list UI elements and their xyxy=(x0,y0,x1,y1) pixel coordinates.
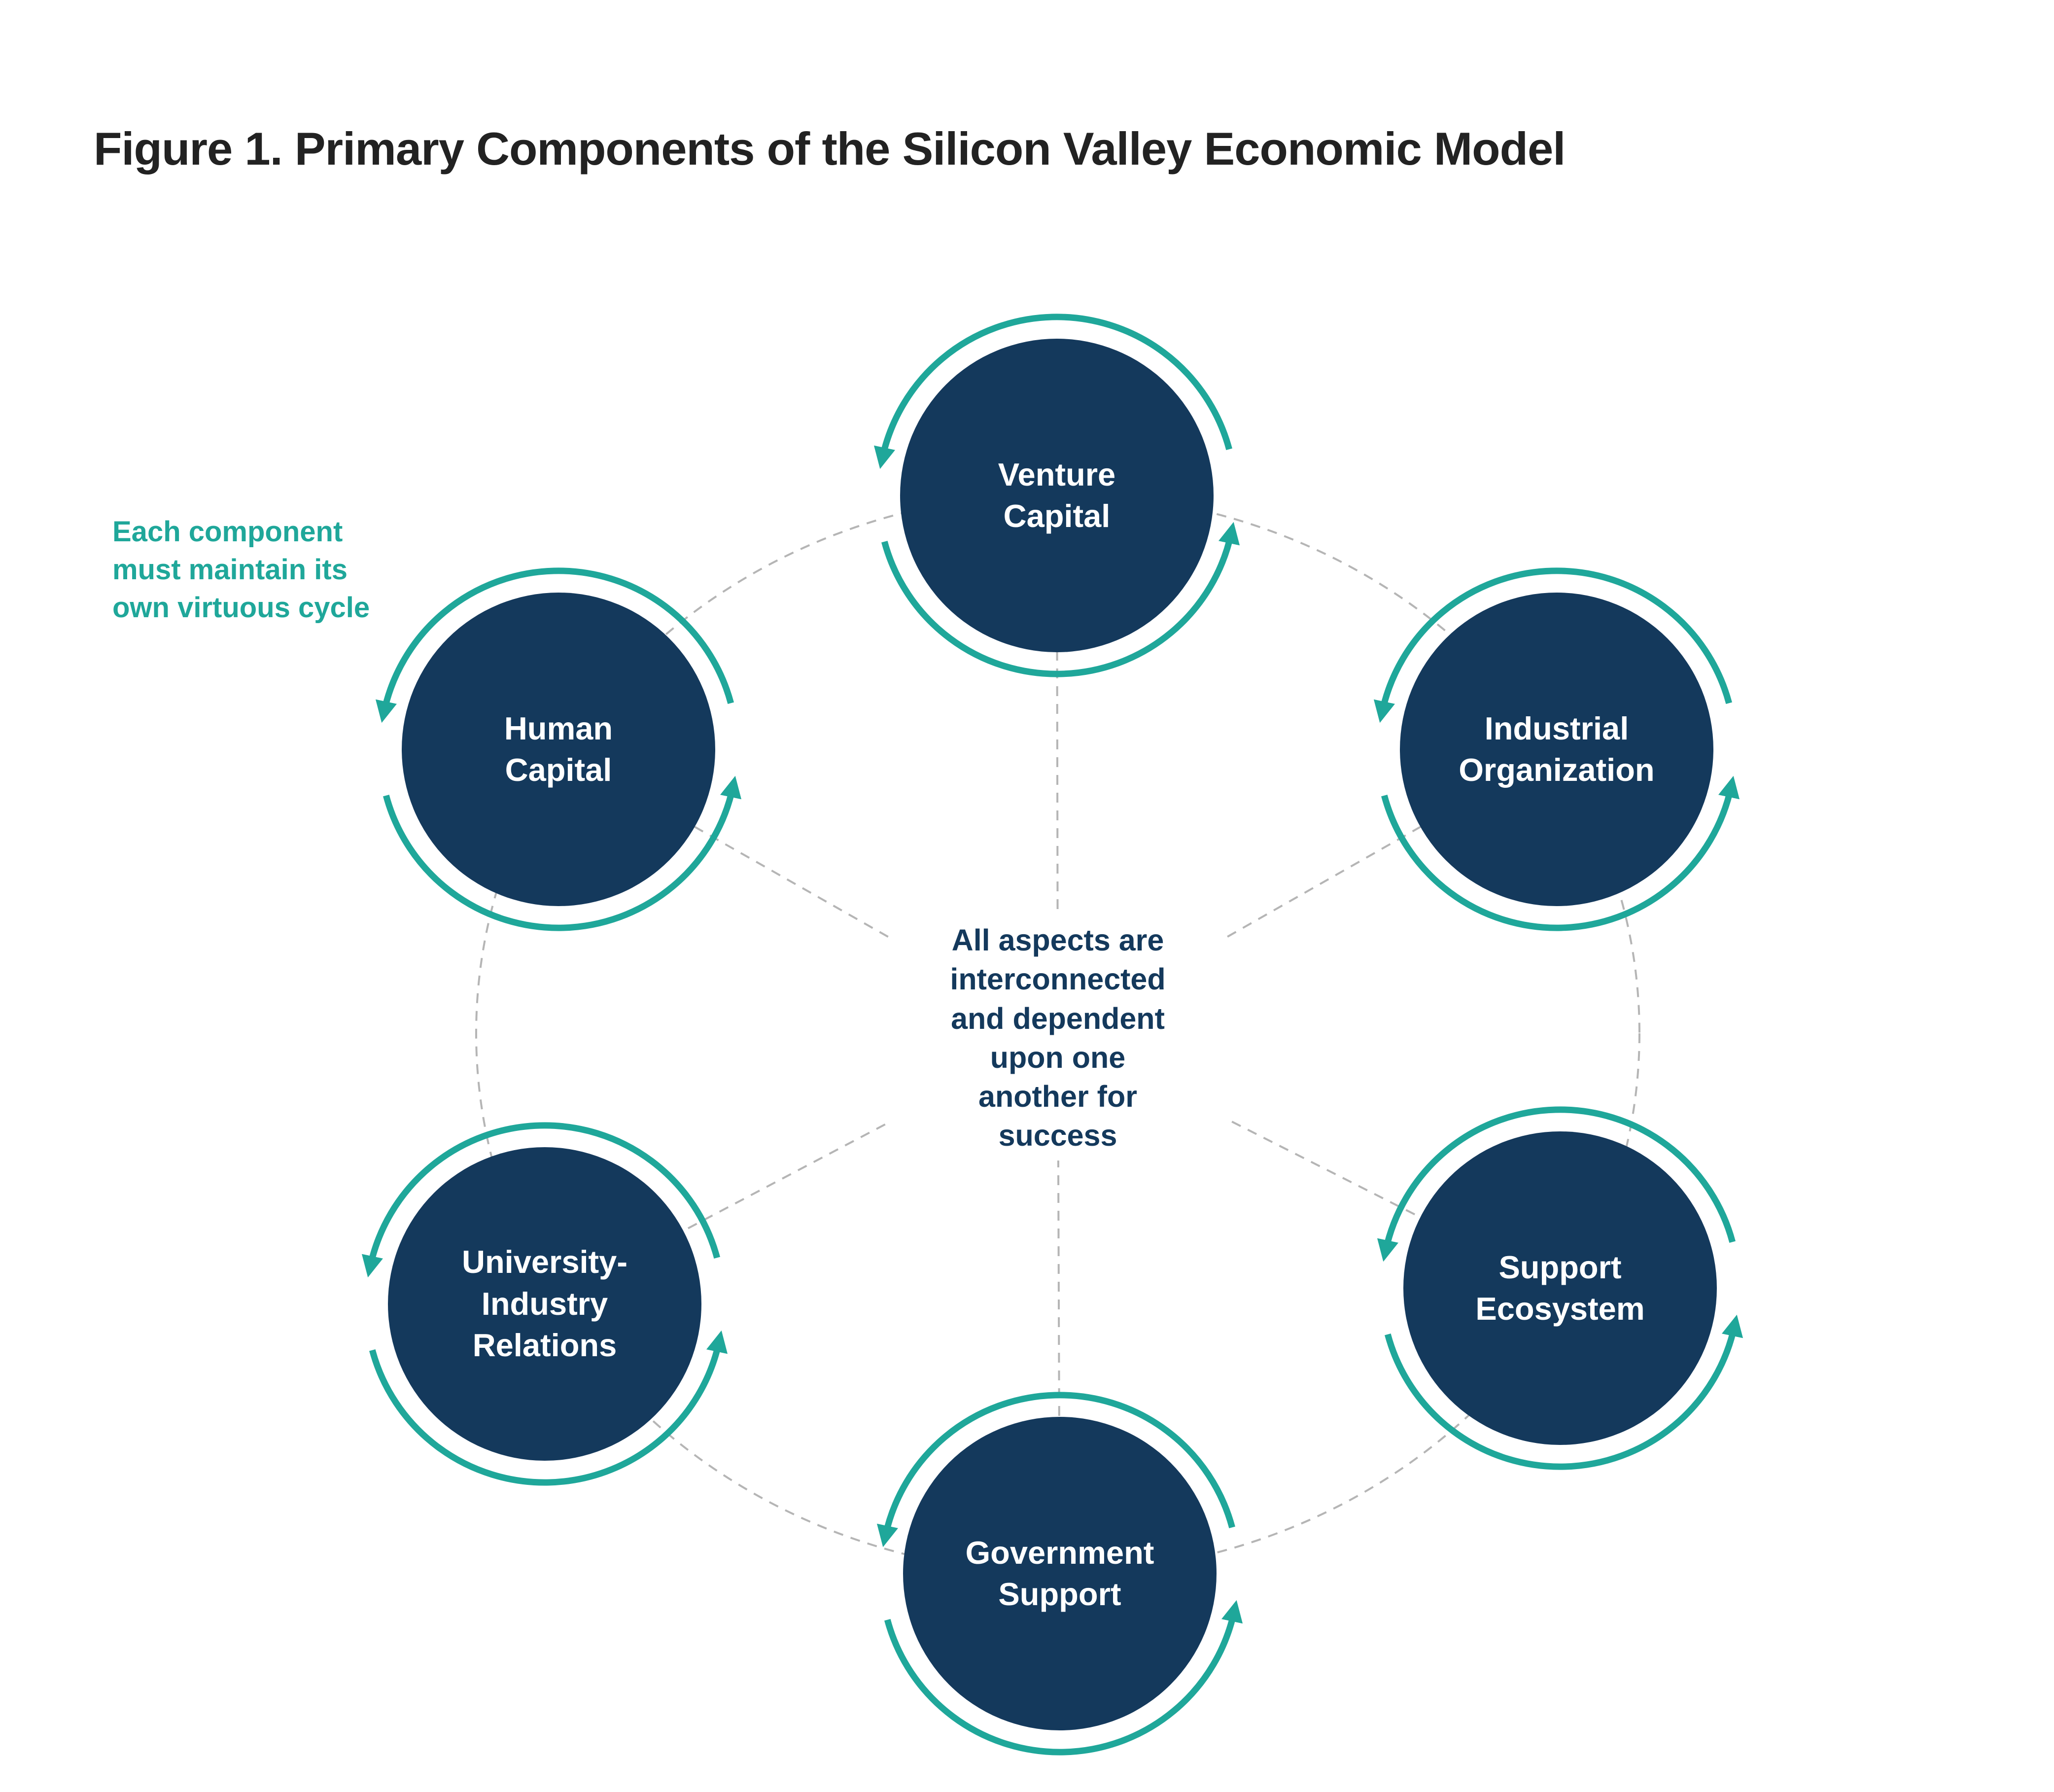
cycle-arrow-top-human-capital xyxy=(375,567,734,723)
center-note: All aspects are interconnected and depen… xyxy=(890,916,1225,1160)
node-government-support: Government Support xyxy=(903,1417,1217,1730)
cycle-arrow-bottom-university-industry-relations xyxy=(369,1330,728,1486)
node-label-industrial-organization: Industrial Organization xyxy=(1459,710,1655,788)
cycle-arrow-bottom-venture-capital xyxy=(881,522,1240,677)
node-label-support-ecosystem: Support Ecosystem xyxy=(1475,1249,1645,1327)
cycle-arrow-top-support-ecosystem xyxy=(1377,1106,1736,1262)
node-label-human-capital: Human Capital xyxy=(504,710,613,788)
cycle-arrow-top-university-industry-relations xyxy=(361,1122,720,1278)
node-label-government-support: Government Support xyxy=(965,1534,1154,1613)
cycle-arrow-bottom-government-support xyxy=(884,1600,1243,1756)
cycle-annotation: Each component must maintain its own vir… xyxy=(112,516,370,624)
node-label-university-industry-relations: University- Industry Relations xyxy=(462,1244,627,1364)
figure-title: Figure 1. Primary Components of the Sili… xyxy=(94,123,1566,175)
node-venture-capital: Venture Capital xyxy=(900,339,1214,652)
outer-dashed-ring xyxy=(475,492,1640,1574)
cycle-arrow-top-venture-capital xyxy=(873,314,1232,469)
cycle-arrow-top-government-support xyxy=(876,1392,1235,1547)
cycle-arrow-top-industrial-organization xyxy=(1373,567,1732,723)
node-industrial-organization: Industrial Organization xyxy=(1400,593,1713,906)
cycle-arrow-bottom-support-ecosystem xyxy=(1385,1314,1743,1470)
node-university-industry-relations: University- Industry Relations xyxy=(388,1147,701,1461)
node-human-capital: Human Capital xyxy=(402,593,715,906)
node-support-ecosystem: Support Ecosystem xyxy=(1403,1131,1717,1445)
cycle-arrow-bottom-industrial-organization xyxy=(1381,775,1740,931)
node-label-venture-capital: Venture Capital xyxy=(998,456,1116,534)
cycle-arrow-bottom-human-capital xyxy=(383,775,742,931)
